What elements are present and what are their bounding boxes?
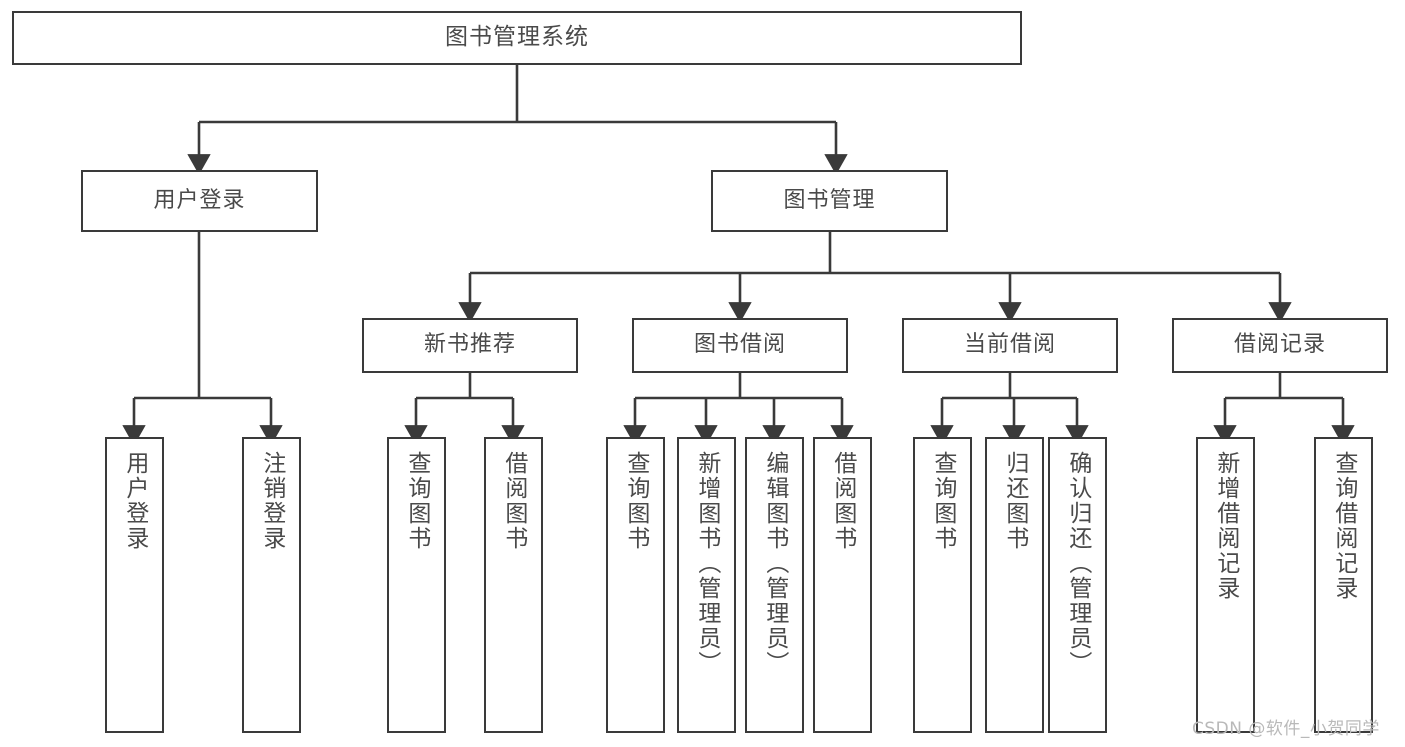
node-label: 借阅记录: [1233, 332, 1326, 358]
node-book-management[interactable]: 图书管理: [711, 170, 948, 232]
node-label: 用户登录: [153, 187, 246, 213]
node-label: 查询图书: [929, 451, 956, 551]
node-label: 借阅图书: [829, 451, 856, 551]
node-label: 新增图书（管理员）: [693, 451, 720, 676]
node-label: 图书管理系统: [445, 24, 589, 51]
leaf-add-book-admin[interactable]: 新增图书（管理员）: [677, 437, 736, 733]
node-label: 图书管理: [783, 187, 876, 213]
node-root-book-management-system[interactable]: 图书管理系统: [12, 11, 1022, 65]
leaf-query-book-recommend[interactable]: 查询图书: [387, 437, 446, 733]
node-book-borrow[interactable]: 图书借阅: [632, 318, 848, 373]
node-label: 借阅图书: [500, 451, 527, 551]
leaf-add-borrow-record[interactable]: 新增借阅记录: [1196, 437, 1255, 733]
leaf-borrow-book[interactable]: 借阅图书: [813, 437, 872, 733]
node-label: 新书推荐: [423, 332, 516, 358]
node-new-book-recommend[interactable]: 新书推荐: [362, 318, 578, 373]
node-label: 查询图书: [403, 451, 430, 551]
csdn-watermark: CSDN @软件_小贺同学: [1192, 719, 1380, 739]
node-user-login[interactable]: 用户登录: [81, 170, 318, 232]
node-current-borrow[interactable]: 当前借阅: [902, 318, 1118, 373]
leaf-query-book-current[interactable]: 查询图书: [913, 437, 972, 733]
leaf-confirm-return-admin[interactable]: 确认归还（管理员）: [1048, 437, 1107, 733]
node-label: 查询图书: [622, 451, 649, 551]
node-label: 编辑图书（管理员）: [761, 451, 788, 676]
node-label: 当前借阅: [963, 332, 1056, 358]
node-label: 归还图书: [1001, 451, 1028, 551]
node-label: 图书借阅: [693, 332, 786, 358]
leaf-borrow-book-recommend[interactable]: 借阅图书: [484, 437, 543, 733]
leaf-query-borrow-record[interactable]: 查询借阅记录: [1314, 437, 1373, 733]
leaf-query-book-borrow[interactable]: 查询图书: [606, 437, 665, 733]
leaf-return-book[interactable]: 归还图书: [985, 437, 1044, 733]
node-label: 注销登录: [258, 451, 285, 551]
node-label: 新增借阅记录: [1212, 451, 1239, 601]
leaf-user-login[interactable]: 用户登录: [105, 437, 164, 733]
node-label: 确认归还（管理员）: [1064, 451, 1091, 676]
leaf-logout[interactable]: 注销登录: [242, 437, 301, 733]
leaf-edit-book-admin[interactable]: 编辑图书（管理员）: [745, 437, 804, 733]
node-borrow-record[interactable]: 借阅记录: [1172, 318, 1388, 373]
node-label: 用户登录: [121, 451, 148, 551]
node-label: 查询借阅记录: [1330, 451, 1357, 601]
